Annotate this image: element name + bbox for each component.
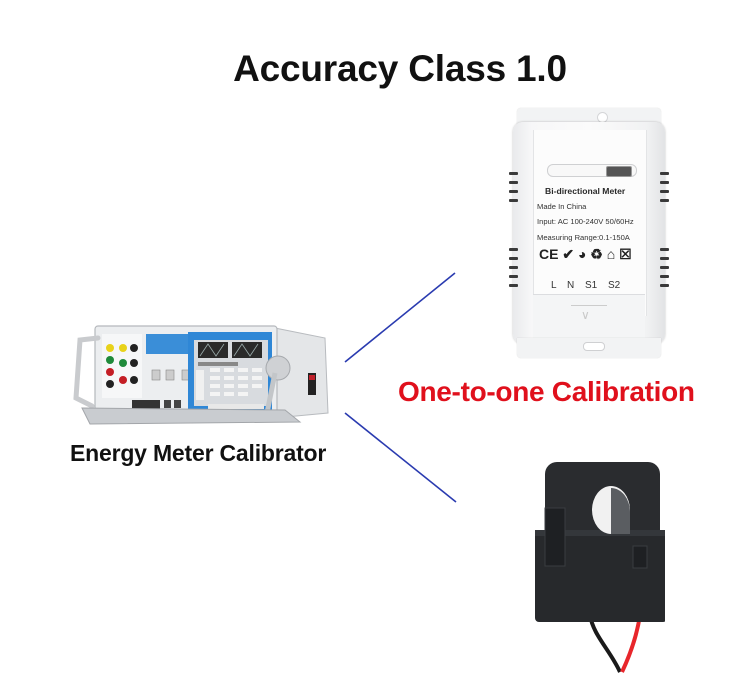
meter-indicator-slot bbox=[547, 164, 637, 177]
bi-directional-meter-image: Bi-directional Meter Made In China Input… bbox=[505, 108, 673, 360]
left-vent-lower-icon bbox=[509, 248, 518, 293]
connector-line-to-ct bbox=[344, 412, 457, 503]
energy-meter-calibrator-image bbox=[70, 318, 335, 430]
meter-range-label: Measuring Range:0.1-150A bbox=[537, 233, 630, 242]
meter-terminal-cover: ∨ bbox=[533, 294, 645, 345]
certification-marks-icon: CE ✔ ◕ ♻ ⌂ ☒ bbox=[539, 246, 632, 262]
calibrator-device-icon bbox=[73, 325, 329, 425]
right-vent-lower-icon bbox=[660, 248, 669, 293]
mounting-slot-icon bbox=[583, 342, 605, 351]
left-vent-upper-icon bbox=[509, 172, 518, 208]
ct-clamp-icon bbox=[535, 462, 665, 673]
calibrator-caption: Energy Meter Calibrator bbox=[70, 440, 327, 466]
page-title: Accuracy Class 1.0 bbox=[233, 48, 567, 89]
meter-bottom-mounting-tab bbox=[517, 338, 661, 358]
meter-switch-icon bbox=[606, 166, 632, 177]
current-transformer-image bbox=[505, 450, 665, 680]
meter-input-label: Input: AC 100-240V 50/60Hz bbox=[537, 217, 634, 226]
chevron-down-icon: ∨ bbox=[581, 308, 590, 322]
connector-line-to-meter bbox=[344, 272, 456, 363]
meter-front-panel bbox=[533, 130, 647, 316]
meter-terminal-labels: L N S1 S2 bbox=[551, 280, 621, 291]
one-to-one-calibration-label: One-to-one Calibration bbox=[398, 376, 695, 407]
right-vent-upper-icon bbox=[660, 172, 669, 208]
meter-name-label: Bi-directional Meter bbox=[545, 186, 626, 196]
meter-origin-label: Made In China bbox=[537, 202, 587, 211]
